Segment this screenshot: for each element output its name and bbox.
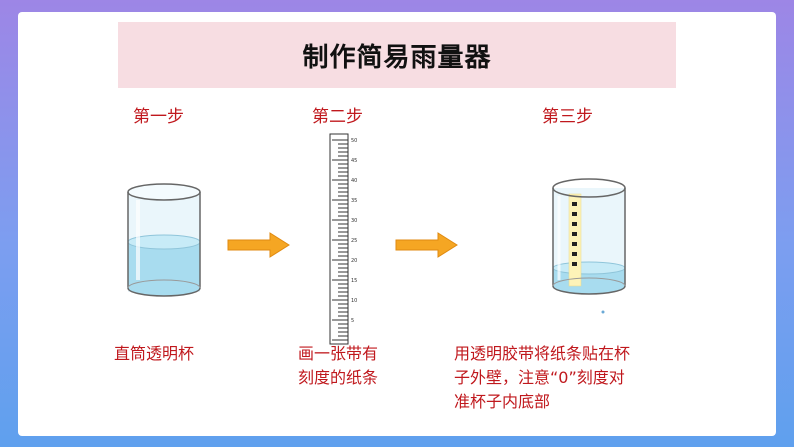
step-2-label: 第二步 <box>312 107 363 127</box>
caption-line: 画一张带有 <box>298 344 379 363</box>
caption-line: 子外壁，注意“0”刻度对 <box>454 368 625 387</box>
ruler-tick-label: 20 <box>351 258 357 264</box>
right-arrow-icon <box>395 232 458 258</box>
cup-with-scale-illustration <box>552 178 626 314</box>
ruler-tick-label: 40 <box>351 178 357 184</box>
title-banner: 制作简易雨量器 <box>118 22 676 88</box>
ruler-tick-label: 50 <box>351 138 357 144</box>
caption-line: 直筒透明杯 <box>114 344 195 363</box>
ruler-tick-label: 45 <box>351 158 357 164</box>
transparent-cup-illustration <box>127 183 201 297</box>
ruler-tick-label: 25 <box>351 238 357 244</box>
ruler-tick-label: 10 <box>351 298 357 304</box>
step-1-label: 第一步 <box>133 107 184 127</box>
ruler-tick-label: 15 <box>351 278 357 284</box>
step-3-caption: 用透明胶带将纸条贴在杯 子外壁，注意“0”刻度对 准杯子内底部 <box>454 342 630 414</box>
ruler-tick-label: 35 <box>351 198 357 204</box>
step-1-caption: 直筒透明杯 <box>114 342 194 366</box>
caption-line: 用透明胶带将纸条贴在杯 <box>454 344 631 363</box>
step-3-label: 第三步 <box>542 107 593 127</box>
caption-line: 刻度的纸条 <box>298 368 379 387</box>
slide-card: 制作简易雨量器 第一步 第二步 第三步 50 45 40 35 30 25 20 15 10 5 <box>18 12 776 436</box>
right-arrow-icon <box>227 232 290 258</box>
ruler-tick-label: 5 <box>351 318 354 324</box>
page-title: 制作简易雨量器 <box>302 42 492 73</box>
step-2-caption: 画一张带有 刻度的纸条 <box>298 342 378 390</box>
ruler-tick-label: 30 <box>351 218 357 224</box>
caption-line: 准杯子内底部 <box>454 392 551 411</box>
scale-strip-illustration: 50 45 40 35 30 25 20 15 10 5 <box>329 133 357 345</box>
